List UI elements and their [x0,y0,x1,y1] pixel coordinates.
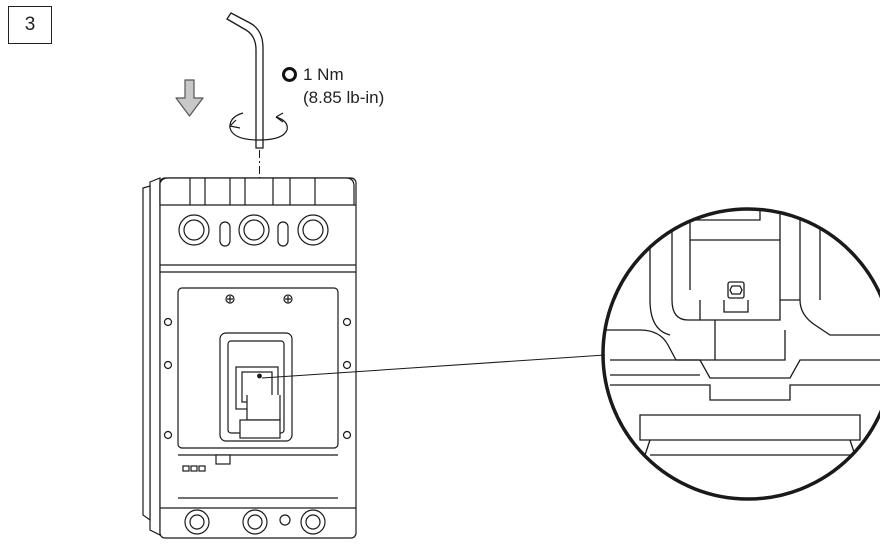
down-arrow-icon [175,79,204,117]
step-number: 3 [24,14,36,35]
step-number-box: 3 [8,6,52,44]
torque-metric: 1 Nm [303,65,344,84]
torque-spec: 1 Nm (8.85 lb-in) [282,63,384,109]
torque-circle-icon [282,67,297,82]
circuit-breaker [142,177,357,539]
torque-imperial: (8.85 lb-in) [303,88,385,107]
magnified-detail [601,207,880,501]
rotation-arrow-icon [228,112,288,141]
leader-line [261,354,606,379]
